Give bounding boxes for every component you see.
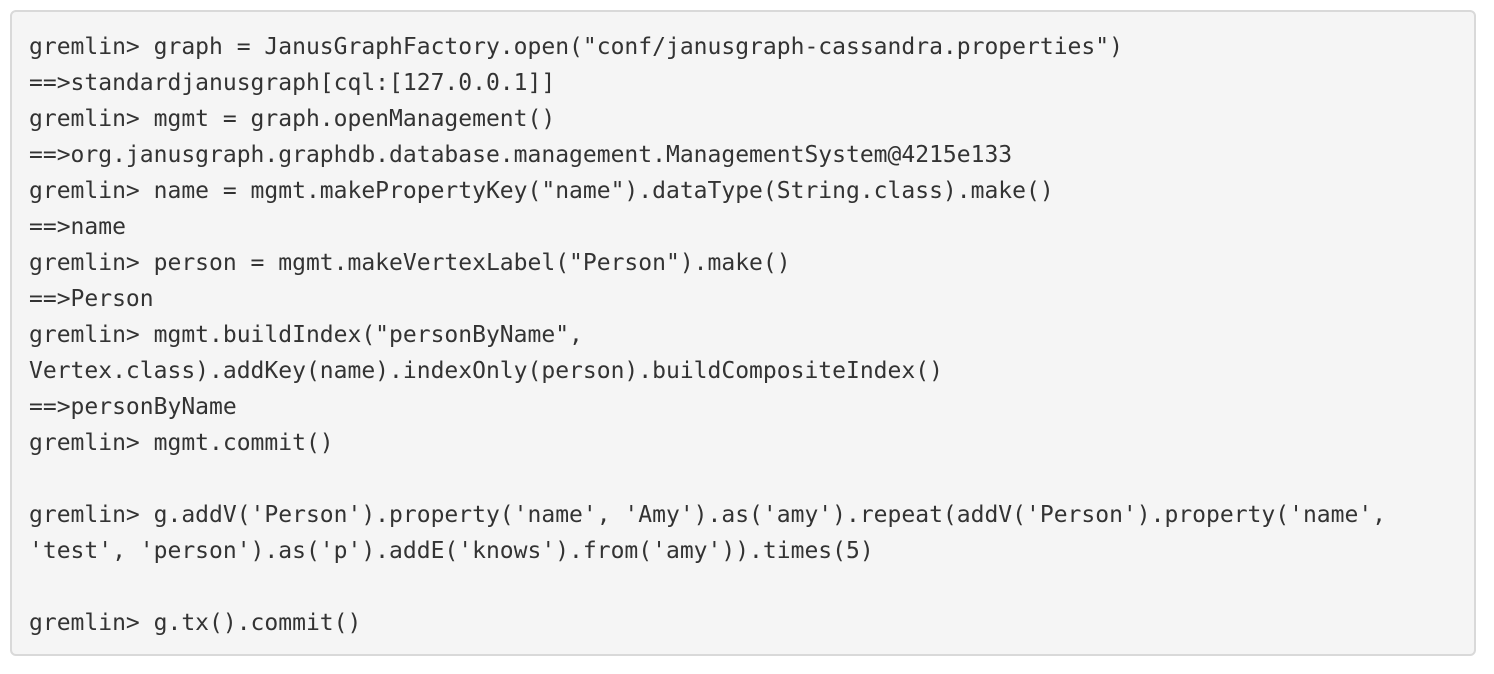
- code-line: ==>personByName: [29, 394, 237, 420]
- code-line: ==>Person: [29, 286, 154, 312]
- code-line: gremlin> g.addV('Person').property('name…: [29, 502, 1387, 528]
- code-line: ==>org.janusgraph.graphdb.database.manag…: [29, 142, 1013, 168]
- code-line: ==>name: [29, 214, 126, 240]
- code-line: gremlin> mgmt = graph.openManagement(): [29, 106, 556, 132]
- code-line: gremlin> name = mgmt.makePropertyKey("na…: [29, 178, 1054, 204]
- code-line: gremlin> mgmt.commit(): [29, 430, 334, 456]
- code-line: ==>standardjanusgraph[cql:[127.0.0.1]]: [29, 70, 556, 96]
- code-line: gremlin> graph = JanusGraphFactory.open(…: [29, 34, 1123, 60]
- code-line: gremlin> person = mgmt.makeVertexLabel("…: [29, 250, 791, 276]
- code-line: 'test', 'person').as('p').addE('knows').…: [29, 538, 874, 564]
- code-line: [29, 461, 1474, 497]
- code-block: gremlin> graph = JanusGraphFactory.open(…: [10, 10, 1476, 656]
- code-line: gremlin> mgmt.buildIndex("personByName",: [29, 322, 583, 348]
- code-line: gremlin> g.tx().commit(): [29, 610, 362, 636]
- code-line: Vertex.class).addKey(name).indexOnly(per…: [29, 358, 943, 384]
- code-line: [29, 569, 1474, 605]
